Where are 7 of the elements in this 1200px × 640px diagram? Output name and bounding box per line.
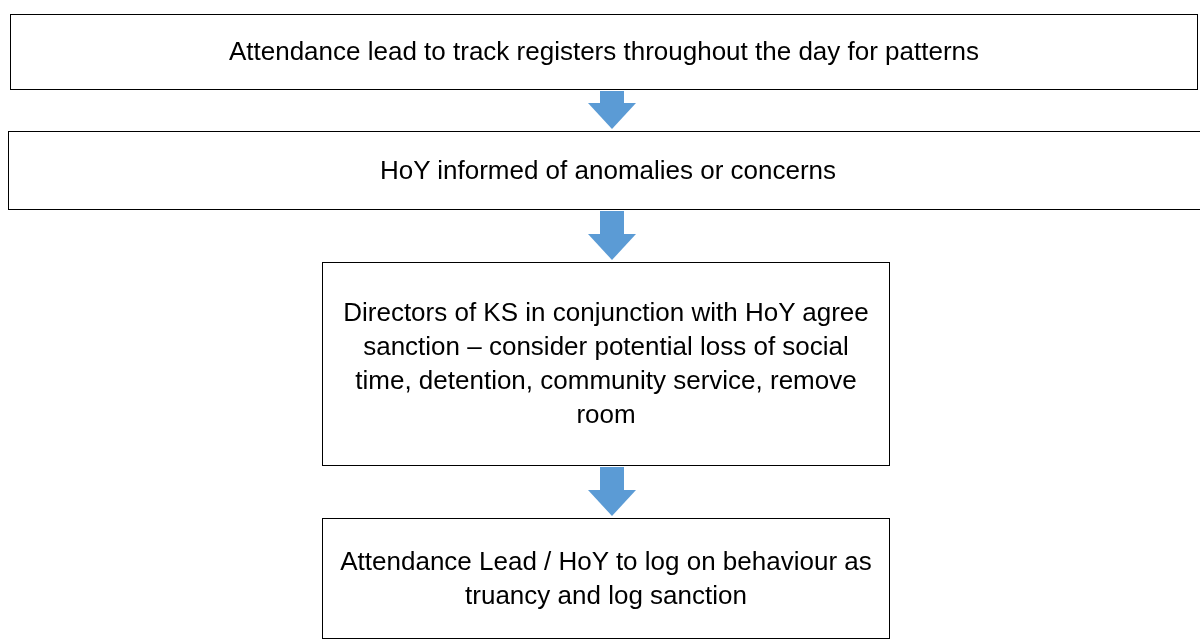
block-arrow: [588, 211, 636, 260]
process-box: Attendance lead to track registers throughout the day for patterns: [10, 14, 1198, 90]
block-arrow: [588, 467, 636, 516]
process-box: Attendance Lead / HoY to log on behaviour as truancy and log sanction: [322, 518, 890, 639]
process-box: Directors of KS in conjunction with HoY agree sanction – consider potential loss of social time, detention, community service, remove room: [322, 262, 890, 466]
process-box: HoY informed of anomalies or concerns: [8, 131, 1200, 210]
block-arrow: [588, 91, 636, 129]
